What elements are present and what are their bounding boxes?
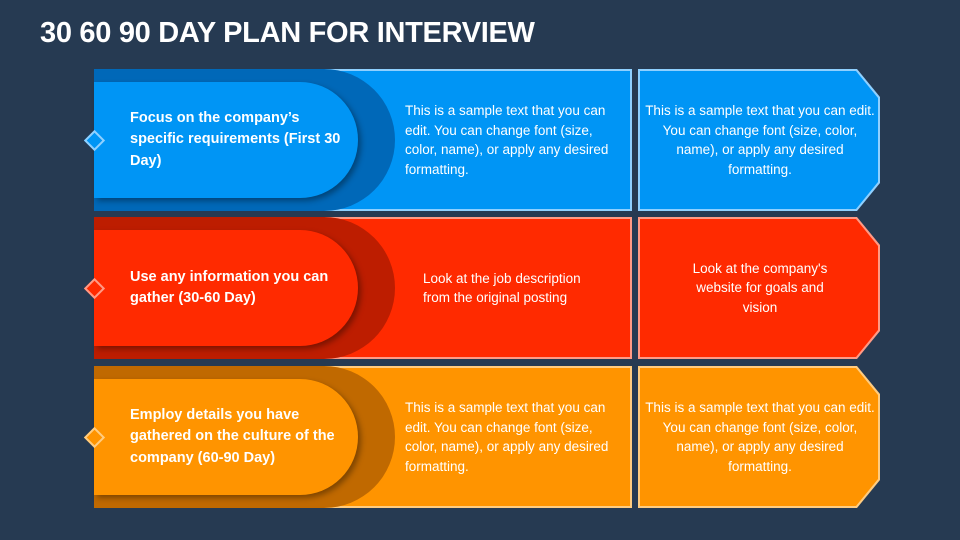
- phase-heading: Use any information you can gather (30-6…: [130, 268, 329, 307]
- middle-text: Look at the job description from the ori…: [423, 270, 581, 306]
- right-panel: [640, 71, 878, 209]
- right-panel: [640, 219, 878, 357]
- middle-text: This is a sample text that you can edit.…: [405, 400, 609, 474]
- right-text: Look at the company's website for goals …: [692, 260, 828, 315]
- right-text: This is a sample text that you can edit.…: [645, 400, 875, 474]
- phase-pill: [94, 379, 358, 495]
- slide-title: 30 60 90 DAY PLAN FOR INTERVIEW: [40, 17, 535, 49]
- phase-heading: Employ details you have gathered on the …: [130, 406, 335, 466]
- phase-pill: [94, 82, 358, 198]
- plan-row-60-90: Employ details you have gathered on the …: [0, 366, 960, 508]
- right-panel: [640, 368, 878, 506]
- plan-row-30-60: Use any information you can gather (30-6…: [0, 217, 960, 359]
- right-text: This is a sample text that you can edit.…: [645, 103, 875, 177]
- middle-text: This is a sample text that you can edit.…: [405, 103, 609, 177]
- phase-heading: Focus on the company’s specific requirem…: [130, 109, 341, 169]
- plan-row-first-30: Focus on the company’s specific requirem…: [0, 69, 960, 211]
- phase-pill: [94, 230, 358, 346]
